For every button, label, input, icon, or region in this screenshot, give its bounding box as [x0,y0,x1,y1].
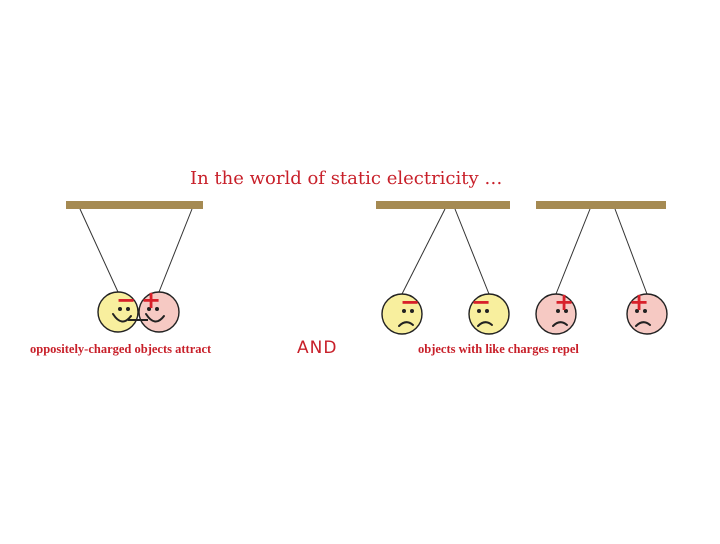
frown-icon [398,321,414,327]
ball-face [97,291,139,333]
support-bar-left [66,201,203,209]
ball-2: + [138,208,193,333]
plus-sign-icon: + [141,286,161,314]
smile-icon [112,313,132,323]
ball-6: + [614,208,668,335]
caption-repel: objects with like charges repel [418,342,579,356]
caption-and: AND [297,338,338,358]
plus-sign-icon: + [554,288,574,316]
minus-sign-icon: − [471,288,491,316]
ball-face [138,291,180,333]
minus-sign-icon: − [116,286,136,314]
ball-3: − [381,208,446,335]
eye-icon [155,307,159,311]
frown-icon [477,321,493,327]
string [158,208,193,293]
ball-1: − [79,208,139,333]
eye-icon [643,309,647,313]
string [79,208,119,293]
eye-icon [410,309,414,313]
string [614,208,648,295]
diagram-title: In the world of static electricity … [190,168,503,189]
eye-icon [147,307,151,311]
support-bar-middle [376,201,510,209]
eye-icon [126,307,130,311]
frown-icon [552,321,568,327]
string [401,208,446,295]
caption-attract: oppositely-charged objects attract [30,342,212,356]
eye-icon [635,309,639,313]
string [454,208,490,295]
plus-sign-icon: + [629,288,649,316]
eye-icon [564,309,568,313]
pendulum-group: −+−−++ [79,208,668,335]
ball-4: − [454,208,510,335]
eye-icon [402,309,406,313]
eye-icon [556,309,560,313]
eye-icon [477,309,481,313]
eye-icon [485,309,489,313]
smile-icon [145,313,165,323]
support-bar-right [536,201,666,209]
ball-5: + [535,208,591,335]
string [555,208,591,295]
eye-icon [118,307,122,311]
frown-icon [635,321,651,327]
minus-sign-icon: − [400,288,420,316]
